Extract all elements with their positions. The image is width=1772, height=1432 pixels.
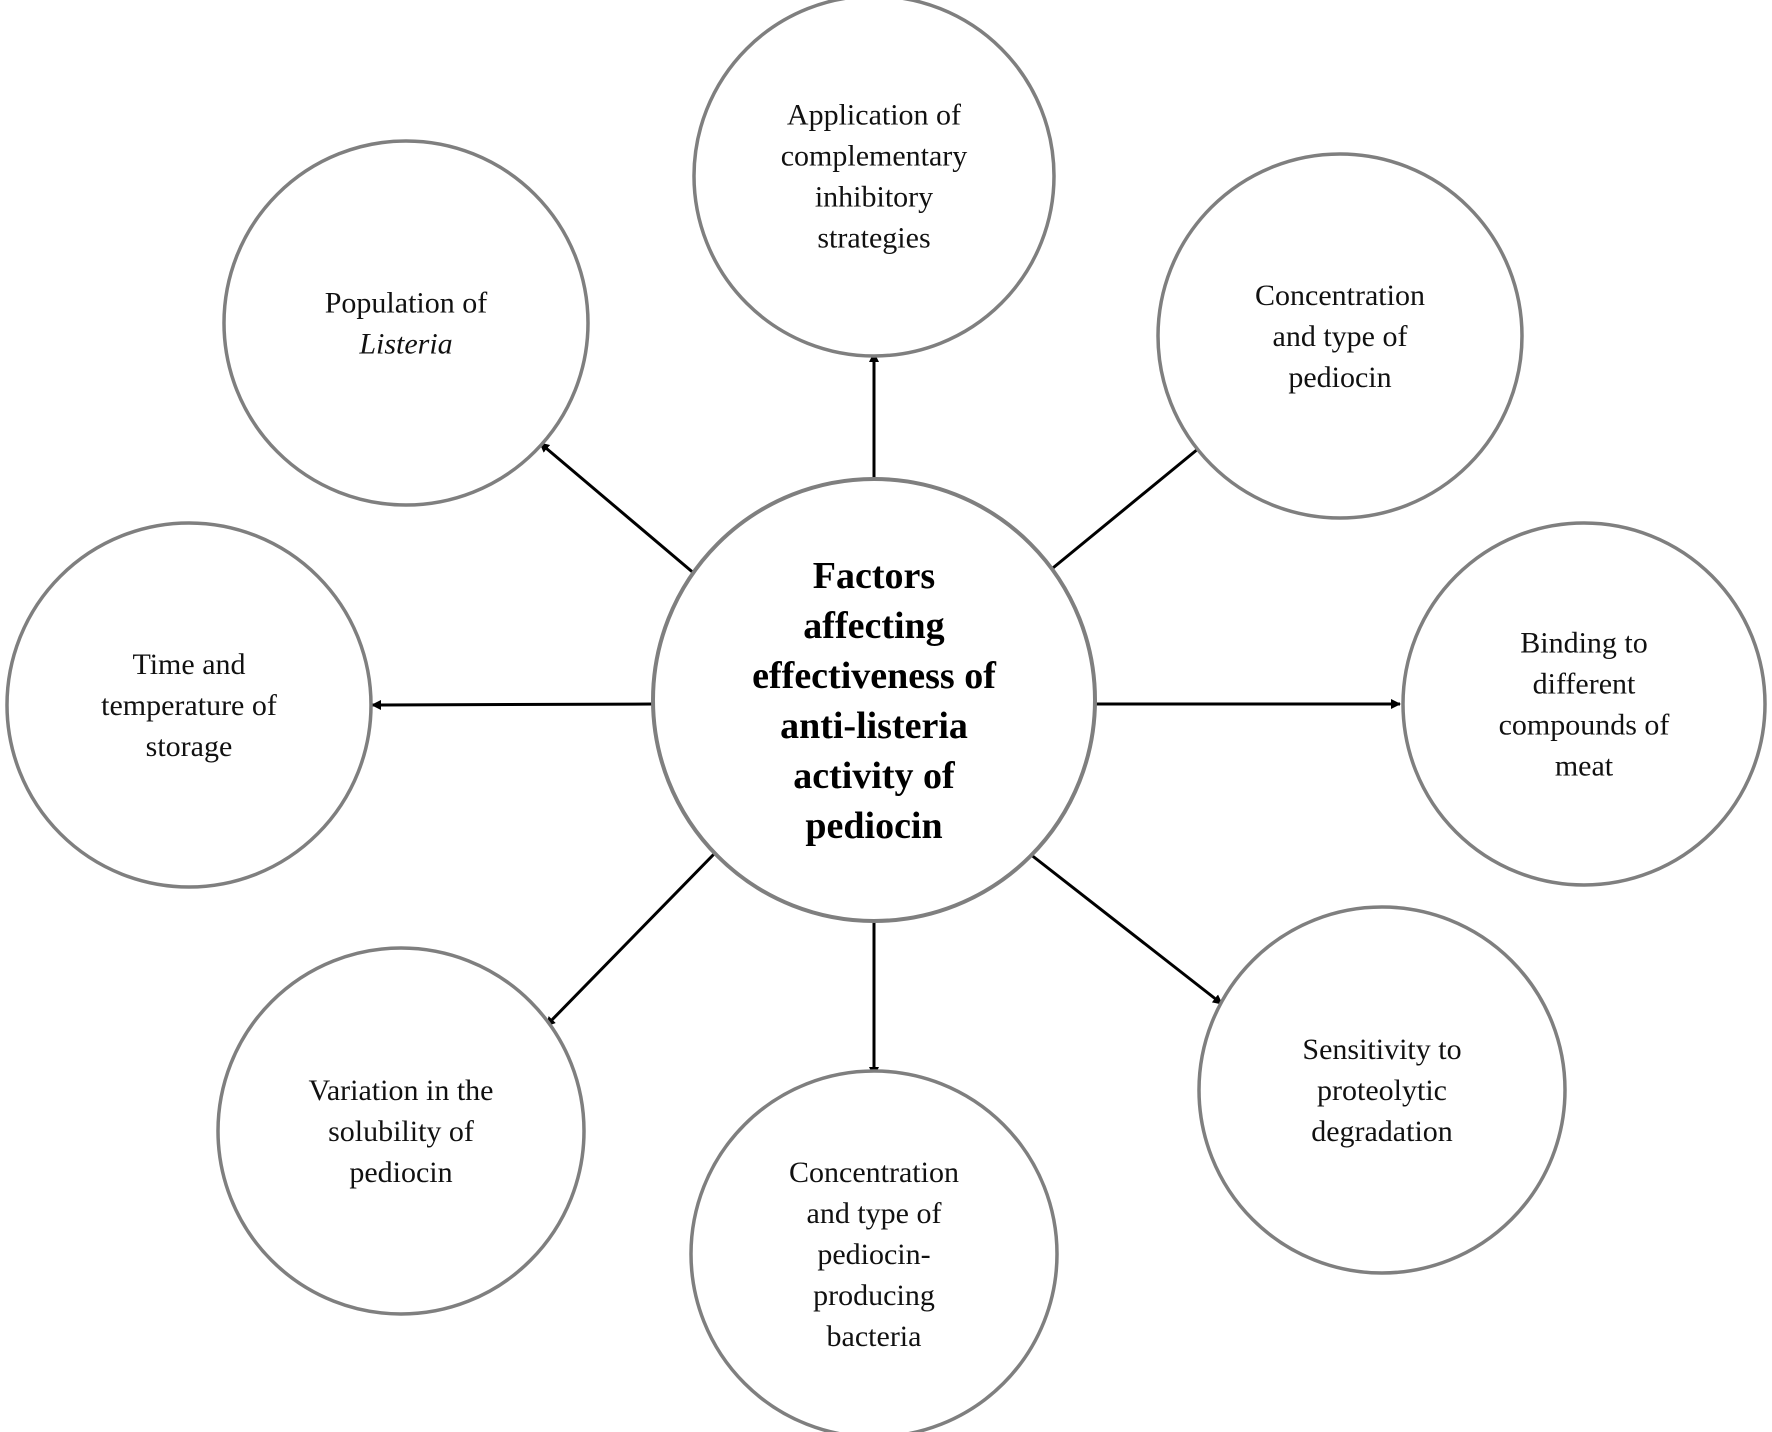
node-label-line: Listeria	[358, 328, 452, 361]
node-label-line: and type of	[1273, 320, 1408, 353]
node-label-segment: inhibitory	[815, 181, 933, 214]
node-label-segment: complementary	[781, 140, 968, 173]
node-label-segment: proteolytic	[1317, 1074, 1447, 1107]
node-label: Concentration and type of pediocin-produci…	[789, 1156, 959, 1353]
node-label-segment: storage	[146, 730, 233, 763]
node-label-line: Time and	[132, 648, 245, 681]
node-sensitivity-to-proteolytic-degradation: Sensitivity to proteolytic degradation	[1197, 905, 1567, 1275]
node-label: Population of Listeria	[325, 287, 488, 361]
node-circle	[1156, 152, 1524, 520]
node-label-segment: and type of	[1273, 320, 1408, 353]
node-binding-to-different-compounds-of-meat: Binding to different compounds of meat	[1401, 521, 1767, 887]
center-title-line: effectiveness of	[752, 655, 997, 697]
node-label-segment: Variation in the	[309, 1074, 494, 1107]
node-label-line: degradation	[1311, 1115, 1453, 1148]
node-label-segment: Population of	[325, 287, 488, 320]
node-label-line: producing	[813, 1279, 935, 1312]
node-label-line: meat	[1555, 750, 1614, 783]
node-label-line: different	[1533, 668, 1636, 701]
node-label-segment: pediocin	[349, 1156, 452, 1189]
node-label-segment: Sensitivity to	[1302, 1033, 1461, 1066]
node-circle	[692, 0, 1056, 358]
center-title-line: Factors	[813, 555, 935, 597]
node-label-line: storage	[146, 730, 233, 763]
center-title-line: pediocin	[805, 805, 942, 847]
node-label-segment: Application of	[787, 99, 961, 132]
node-label: Time and temperature of storage	[101, 648, 277, 763]
center-circle	[651, 477, 1097, 923]
node-label-segment: pediocin	[1288, 361, 1391, 394]
node-label-line: pediocin	[349, 1156, 452, 1189]
node-label-line: strategies	[817, 222, 930, 255]
arrows-layer	[371, 352, 1401, 1077]
node-label-line: Population of	[325, 287, 488, 320]
arrow-to-time-and-temperature-of-storage	[371, 699, 655, 710]
node-label-line: Binding to	[1520, 627, 1648, 660]
node-label-segment: different	[1533, 668, 1636, 701]
node-label-line: complementary	[781, 140, 968, 173]
center-title-line: anti-listeria	[780, 705, 968, 747]
node-label-line: Variation in the	[309, 1074, 494, 1107]
node-label-line: temperature of	[101, 689, 277, 722]
node-label-segment: Time and	[132, 648, 245, 681]
node-circle	[689, 1069, 1059, 1432]
node-label-line: proteolytic	[1317, 1074, 1447, 1107]
node-circle	[222, 139, 590, 507]
node-variation-in-the-solubility-of-pediocin: Variation in the solubility of pediocin	[216, 946, 586, 1316]
node-label-segment: meat	[1555, 750, 1614, 783]
node-label-line: Application of	[787, 99, 961, 132]
arrow-to-concentration-and-type-of-pediocin	[1047, 442, 1205, 574]
node-label-line: solubility of	[328, 1115, 474, 1148]
node-label-segment: solubility of	[328, 1115, 474, 1148]
node-population-of-listeria: Population of Listeria	[222, 139, 590, 507]
node-label-segment: strategies	[817, 222, 930, 255]
node-label-segment: Binding to	[1520, 627, 1648, 660]
node-label-segment: Concentration	[1255, 279, 1425, 312]
node-circle	[1197, 905, 1567, 1275]
node-label-segment: temperature of	[101, 689, 277, 722]
node-label-segment: pediocin-	[817, 1238, 930, 1271]
center-title-line: affecting	[803, 605, 944, 647]
node-label: Variation in the solubility of pediocin	[309, 1074, 494, 1189]
center-title-line: activity of	[793, 755, 956, 797]
node-label-segment: producing	[813, 1279, 935, 1312]
node-label: Binding to different compounds of meat	[1499, 627, 1670, 783]
node-label-segment: compounds of	[1499, 709, 1670, 742]
node-label-line: Concentration	[789, 1156, 959, 1189]
node-label: Sensitivity to proteolytic degradation	[1302, 1033, 1461, 1148]
node-time-and-temperature-of-storage: Time and temperature of storage	[5, 521, 373, 889]
node-circle	[216, 946, 586, 1316]
node-concentration-and-type-of-pediocin: Concentration and type of pediocin	[1156, 152, 1524, 520]
arrow-to-variation-in-the-solubility-of-pediocin	[544, 850, 718, 1028]
arrow-to-population-of-listeria	[539, 441, 697, 577]
node-label-segment: Listeria	[358, 328, 452, 361]
node-label-segment: and type of	[807, 1197, 942, 1230]
node-label-line: pediocin	[1288, 361, 1391, 394]
node-label-line: Sensitivity to	[1302, 1033, 1461, 1066]
node-label-line: inhibitory	[815, 181, 933, 214]
center-node: Factors affecting effectiveness of anti-lis…	[651, 477, 1097, 923]
node-label-line: Concentration	[1255, 279, 1425, 312]
node-application-of-complementary-inhibitory-strategies: Application of complementary inhibitory str…	[692, 0, 1056, 358]
node-label-line: bacteria	[827, 1320, 922, 1353]
node-circle	[1401, 521, 1767, 887]
node-concentration-and-type-of-pediocin-producing-bacteria: Concentration and type of pediocin-produci…	[689, 1069, 1059, 1432]
node-circle	[5, 521, 373, 889]
node-label: Concentration and type of pediocin	[1255, 279, 1425, 394]
node-label-line: pediocin-	[817, 1238, 930, 1271]
factor-nodes: Application of complementary inhibitory str…	[5, 0, 1767, 1432]
node-label-line: compounds of	[1499, 709, 1670, 742]
arrow-to-sensitivity-to-proteolytic-degradation	[1029, 852, 1223, 1006]
node-label: Application of complementary inhibitory str…	[781, 99, 968, 255]
node-label-segment: bacteria	[827, 1320, 922, 1353]
node-label-segment: Concentration	[789, 1156, 959, 1189]
center-title: Factors affecting effectiveness of anti-lis…	[752, 555, 997, 847]
node-label-line: and type of	[807, 1197, 942, 1230]
node-label-segment: degradation	[1311, 1115, 1453, 1148]
